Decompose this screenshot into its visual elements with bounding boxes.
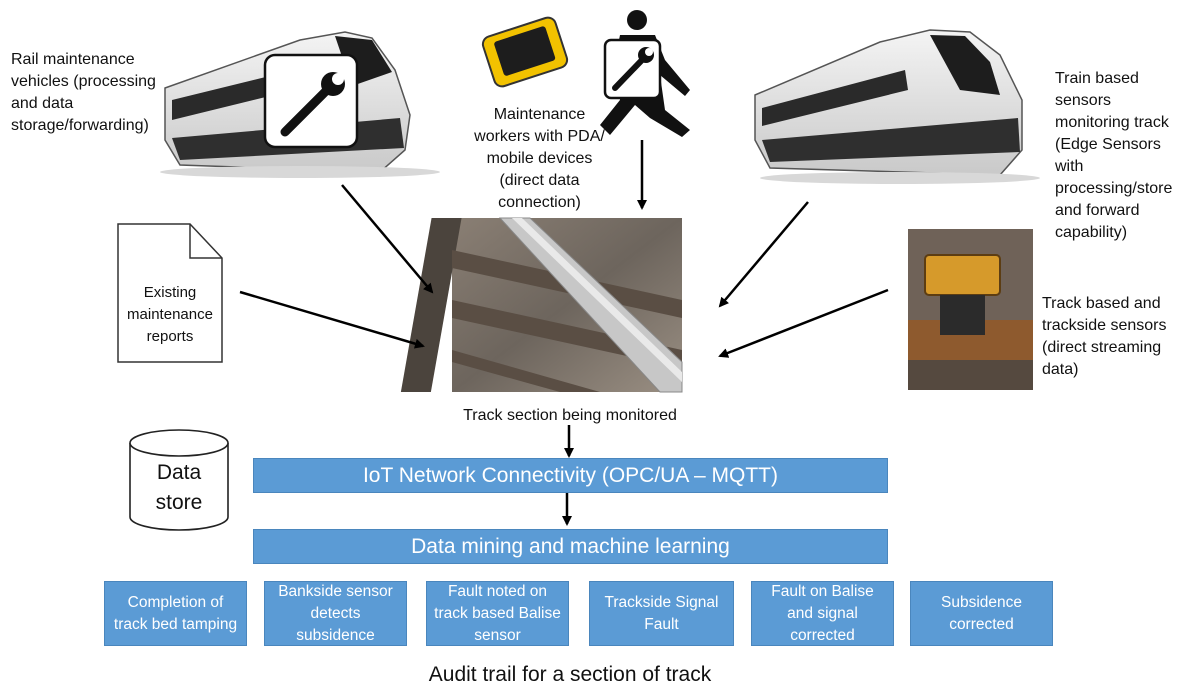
- track-section-photo: [400, 217, 683, 393]
- train-sensors-label: Train based sensors monitoring track (Ed…: [1055, 70, 1173, 241]
- data-store-label: Data store: [155, 461, 203, 514]
- sensor-train-image: [754, 29, 1040, 184]
- arrow-tracksensors-to-track: [718, 288, 889, 358]
- arrow-vehicles-to-track: [341, 184, 434, 294]
- center-caption: Track section being monitored: [463, 407, 677, 424]
- audit-item-subsidence-corrected: Subsidence corrected: [910, 581, 1053, 646]
- reports-label: Existing maintenance reports: [127, 284, 213, 345]
- data-mining-bar: Data mining and machine learning: [253, 529, 888, 564]
- iot-connectivity-bar: IoT Network Connectivity (OPC/UA – MQTT): [253, 458, 888, 493]
- document-icon: [117, 223, 223, 363]
- data-store-cylinder: [129, 429, 229, 531]
- audit-item-balise-fault: Fault noted on track based Balise sensor: [426, 581, 569, 646]
- rail-vehicles-label: Rail maintenance vehicles (processing an…: [11, 51, 156, 134]
- audit-item-bankside: Bankside sensor detects subsidence: [264, 581, 407, 646]
- track-sensors-label: Track based and trackside sensors (direc…: [1042, 295, 1167, 378]
- footer-caption: Audit trail for a section of track: [428, 663, 712, 686]
- maintenance-worker-image: [481, 10, 690, 137]
- audit-item-signal-fault: Trackside Signal Fault: [589, 581, 734, 646]
- workers-label: Maintenance workers with PDA/ mobile dev…: [474, 106, 605, 211]
- arrow-trainsensors-to-track: [718, 201, 809, 308]
- audit-item-corrected: Fault on Balise and signal corrected: [751, 581, 894, 646]
- audit-item-tamping: Completion of track bed tamping: [104, 581, 247, 646]
- arrow-reports-to-track: [239, 290, 425, 349]
- trackside-sensor-photo: [908, 229, 1033, 390]
- rail-maintenance-train-image: [160, 31, 440, 178]
